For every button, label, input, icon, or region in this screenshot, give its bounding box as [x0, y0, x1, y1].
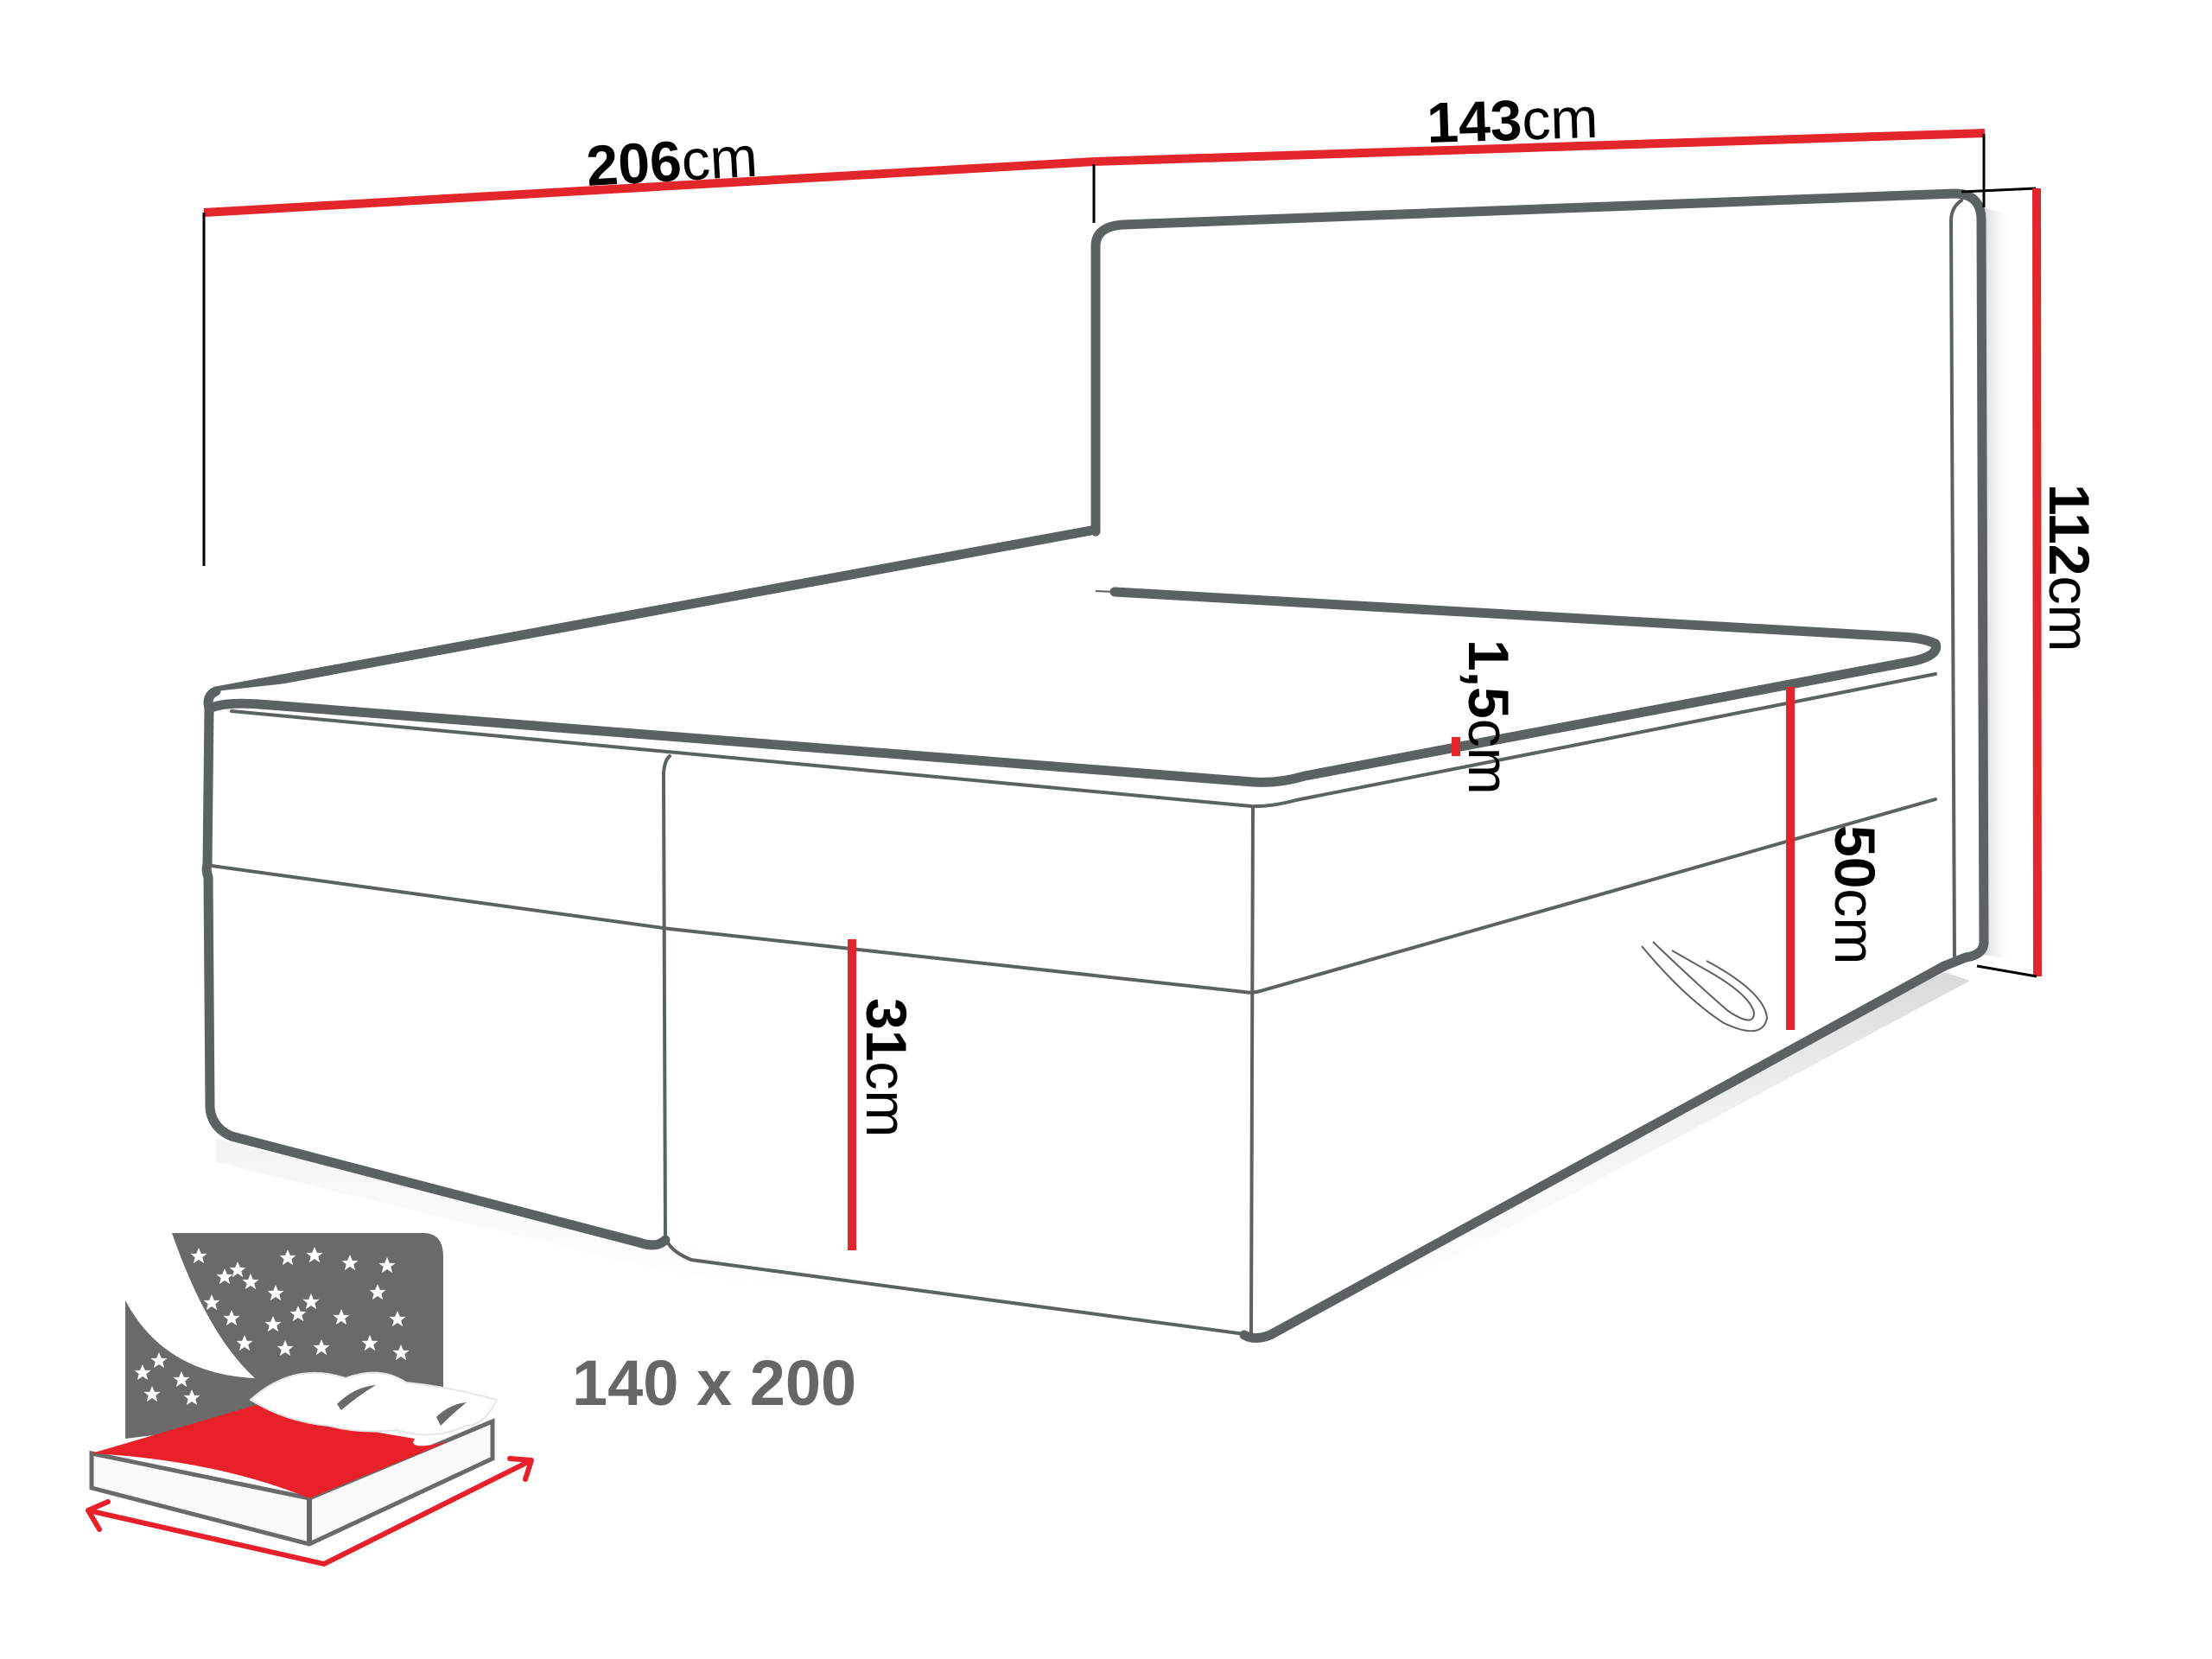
- headboard-side-panel: [1948, 199, 1963, 963]
- icon-pillow-fold: [337, 1385, 376, 1410]
- dimension-labels: 206cm 143cm 112cm 1,5cm 50cm 31cm: [585, 86, 2101, 1138]
- label-total-height: 112cm: [2037, 484, 2101, 652]
- icon-sheet: [92, 1404, 449, 1498]
- dimension-lines: [202, 129, 2042, 1250]
- icon-pillow-fold-2: [436, 1402, 467, 1426]
- icon-size-arrow: [86, 1456, 534, 1567]
- dim-line-width: [1094, 129, 1986, 166]
- base-seam-left: [210, 864, 671, 931]
- label-width: 143cm: [1426, 86, 1599, 155]
- topper-seam: [230, 672, 1937, 809]
- headboard-shadow: [1984, 207, 2013, 959]
- label-base-height: 31cm: [855, 998, 918, 1137]
- base-shadow: [216, 972, 1970, 1361]
- base-divider: [661, 754, 1253, 1337]
- base-front-corner: [1249, 806, 1255, 1337]
- headboard-base-left: [211, 524, 1101, 696]
- label-topper-height: 1,5cm: [1457, 639, 1521, 795]
- icon-pillows: [249, 1371, 499, 1436]
- base-left-edge: [201, 703, 671, 1250]
- bed-size-icon: 140 x 200: [86, 1233, 856, 1567]
- bed-size-label: 140 x 200: [572, 1347, 856, 1419]
- bed-drawing: [201, 188, 2013, 1361]
- guide-height-top: [1961, 187, 2037, 194]
- label-length: 206cm: [585, 124, 760, 198]
- label-bed-height: 50cm: [1823, 825, 1887, 964]
- lift-strap: [1641, 941, 1769, 1033]
- guide-height-bottom: [1976, 964, 2037, 978]
- base-bottom-right: [1239, 961, 1949, 1343]
- dim-line-length: [203, 157, 1096, 217]
- mattress-back-edge: [1095, 590, 1116, 593]
- headboard: [1090, 188, 1989, 971]
